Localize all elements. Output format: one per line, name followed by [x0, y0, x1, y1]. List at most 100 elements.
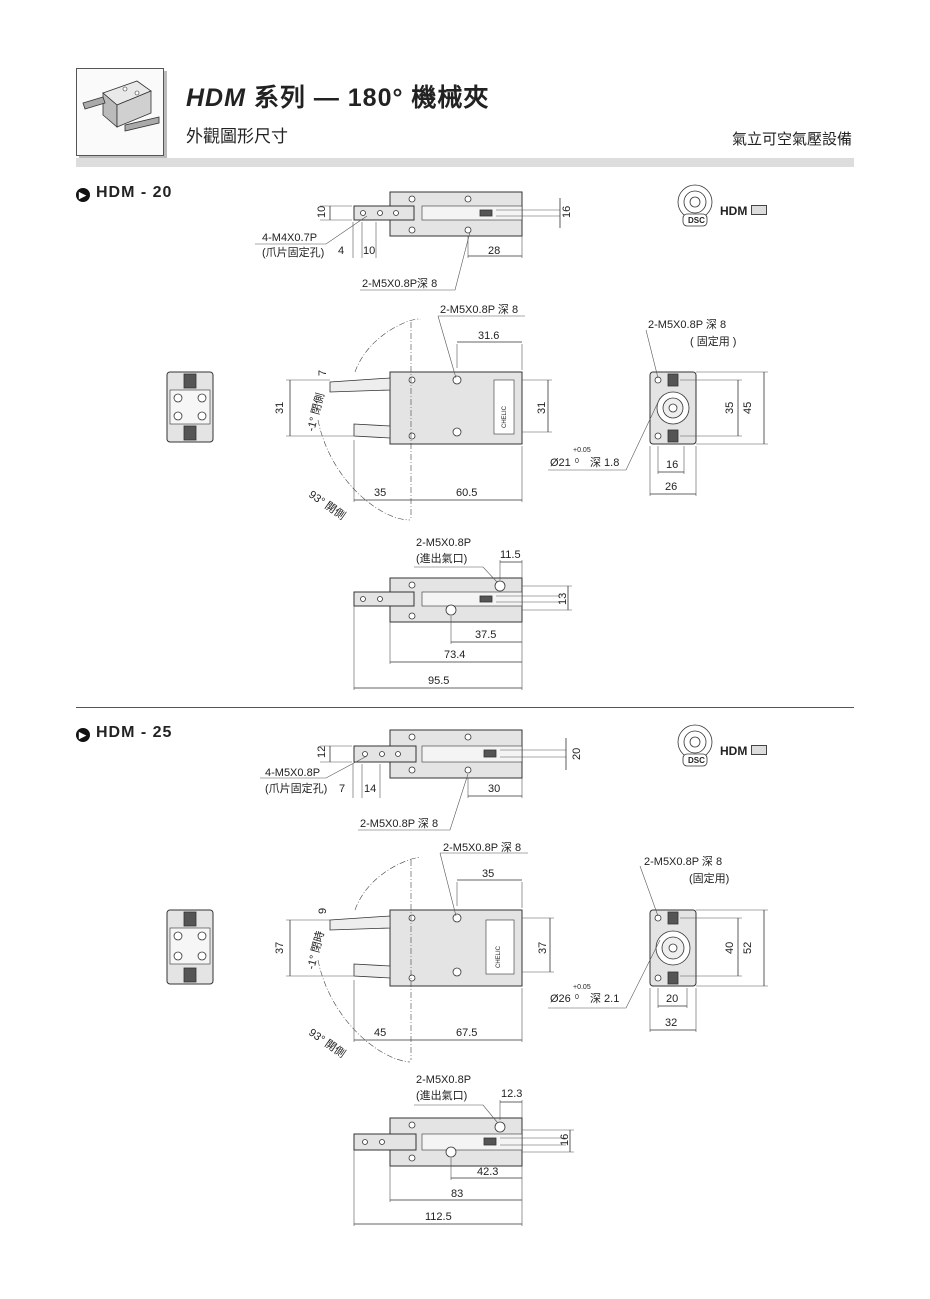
callout-note: (爪片固定孔) [265, 781, 327, 795]
dim-label: 14 [364, 783, 376, 795]
dim-label: 13 [557, 593, 569, 605]
hdm20-bottom-view [353, 560, 572, 690]
callout-text: 2-M5X0.8P [416, 537, 471, 549]
callout-note: (進出氣口) [416, 551, 467, 565]
header-bar [76, 158, 854, 167]
callout-text: 2-M5X0.8P [416, 1074, 471, 1086]
product-thumbnail [76, 68, 164, 156]
hdm20-bottom-dims: 2-M5X0.8P (進出氣口) 11.5 13 37.5 73.4 95.5 [416, 537, 569, 687]
dim-label: 37 [537, 942, 549, 954]
svg-text:CHELIC: CHELIC [502, 405, 508, 428]
callout-text: 2-M5X0.8P 深 8 [440, 303, 518, 316]
dim-label: 7 [339, 783, 345, 795]
badge-label: HDM [720, 204, 748, 218]
badge-label: HDM [720, 744, 748, 758]
sensor-symbol-icon: DSC [677, 724, 713, 767]
bore-tolerance-upper: +0.05 [573, 984, 591, 991]
hdm25-bottom-dims: 2-M5X0.8P (進出氣口) 12.3 16 42.3 83 112.5 [416, 1074, 571, 1223]
dim-label: 73.4 [444, 649, 465, 661]
bore-label: Ø26 [550, 993, 571, 1005]
angle-label: 93° 開側 [306, 488, 348, 523]
dim-label: 28 [488, 245, 500, 257]
svg-text:DSC: DSC [688, 216, 705, 225]
dim-label: 31 [536, 402, 548, 414]
section-heading-hdm-20: ▶ HDM - 20 [76, 184, 172, 202]
svg-text:CHELIC: CHELIC [496, 945, 502, 968]
bore-depth: 深 2.1 [590, 992, 619, 1005]
dim-label: 11.5 [500, 549, 521, 561]
badge-blank-box [751, 205, 768, 215]
callout-text: 2-M5X0.8P 深 8 [644, 855, 722, 868]
bore-label: Ø21 [550, 457, 571, 469]
dim-label: 31 [274, 402, 286, 414]
dim-label: 10 [316, 206, 328, 218]
model-badge: HDM [720, 744, 768, 758]
title-rest: 系列 — 180° 機械夾 [253, 84, 490, 112]
dim-label: 67.5 [456, 1027, 477, 1039]
hdm25-side-dims: 2-M5X0.8P 深 8 (固定用) 40 52 20 32 Ø26 +0.0… [550, 855, 754, 1029]
callout-note: (爪片固定孔) [262, 245, 324, 259]
angle-label: -1° 閉側 [304, 391, 327, 432]
dim-label: 42.3 [477, 1166, 498, 1178]
dim-label: 83 [451, 1188, 463, 1200]
bore-tolerance-lower: 0 [575, 458, 579, 465]
dim-label: 35 [374, 487, 386, 499]
bullet-icon: ▶ [76, 728, 90, 742]
callout-text: 4-M5X0.8P [265, 767, 320, 779]
svg-text:DSC: DSC [688, 756, 705, 765]
hdm25-top-view [260, 729, 567, 831]
dim-label: 10 [363, 245, 375, 257]
page-subtitle: 外觀圖形尺寸 [186, 127, 288, 146]
dim-label: 40 [724, 942, 736, 954]
dim-label: 9 [317, 908, 329, 914]
hdm20-side-dims: 2-M5X0.8P 深 8 ( 固定用 ) 35 45 16 26 Ø21 +0… [550, 318, 754, 493]
hdm25-bottom-view [353, 1100, 574, 1226]
dim-label: 45 [742, 402, 754, 414]
bore-tolerance-upper: +0.05 [573, 447, 591, 454]
dim-label: 20 [666, 993, 678, 1005]
dim-label: 95.5 [428, 675, 449, 687]
hdm25-end-view [166, 909, 214, 985]
sensor-symbol-icon: DSC [677, 184, 713, 227]
callout-text: 2-M5X0.8P深 8 [362, 277, 437, 290]
bullet-icon: ▶ [76, 188, 90, 202]
section-heading-text: HDM - 20 [96, 184, 173, 201]
company-name: 氣立可空氣壓設備 [731, 131, 852, 148]
gripper-thumbnail-graphic [82, 80, 160, 132]
callout-text: 2-M5X0.8P 深 8 [648, 318, 726, 331]
dim-label: 37 [274, 942, 286, 954]
dim-label: 31.6 [478, 330, 499, 342]
dim-label: 12.3 [501, 1088, 522, 1100]
hdm20-end-view [166, 371, 214, 443]
badge-blank-box [751, 745, 768, 755]
bore-depth: 深 1.8 [590, 456, 619, 469]
callout-text: 4-M4X0.7P [262, 232, 317, 244]
section-divider [76, 707, 854, 708]
dim-label: 16 [666, 459, 678, 471]
hdm20-top-view [255, 191, 561, 291]
dim-label: 7 [317, 370, 329, 376]
dim-label: 112.5 [425, 1211, 452, 1223]
title-model: HDM [186, 84, 246, 112]
angle-label: 93° 開側 [306, 1026, 348, 1061]
dim-label: 45 [374, 1027, 386, 1039]
model-badge: HDM [720, 204, 768, 218]
dim-label: 35 [724, 402, 736, 414]
callout-note: ( 固定用 ) [690, 334, 736, 348]
dim-label: 37.5 [475, 629, 496, 641]
dim-label: 60.5 [456, 487, 477, 499]
dim-label: 30 [488, 783, 500, 795]
dim-label: 26 [665, 481, 677, 493]
dim-label: 35 [482, 868, 494, 880]
dim-label: 32 [665, 1017, 677, 1029]
hdm25-front-view: CHELIC [286, 852, 554, 1063]
dim-label: 52 [742, 942, 754, 954]
dim-label: 4 [338, 245, 344, 257]
hdm20-front-view: CHELIC [286, 315, 552, 521]
callout-note: (固定用) [689, 871, 729, 885]
dim-label: 16 [559, 1134, 571, 1146]
page-title: HDM 系列 — 180° 機械夾 [186, 78, 489, 114]
bore-tolerance-lower: 0 [575, 994, 579, 1001]
section-heading-hdm-25: ▶HDM - 25 [76, 724, 172, 742]
